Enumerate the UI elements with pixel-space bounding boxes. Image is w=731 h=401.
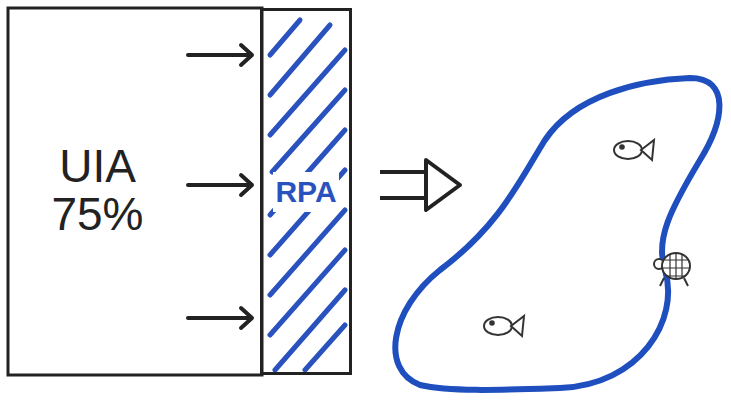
outer-frame [8,8,262,375]
turtle [654,253,690,286]
implies-arrow [380,160,460,210]
arrow-line [188,308,252,328]
arrow-connector [188,175,252,195]
arrow-connector [188,45,252,65]
arrow-line [188,175,252,195]
fish [484,316,524,336]
arrow-line [188,45,252,65]
fish [614,140,654,160]
pond [395,78,719,390]
hatching [270,20,345,370]
text-region: UIA 75% [15,20,180,360]
arrow-connector [188,308,252,328]
band-label: RPA [273,172,338,212]
region-label: UIA 75% [28,142,168,239]
hatched-band: RPA [260,8,352,375]
